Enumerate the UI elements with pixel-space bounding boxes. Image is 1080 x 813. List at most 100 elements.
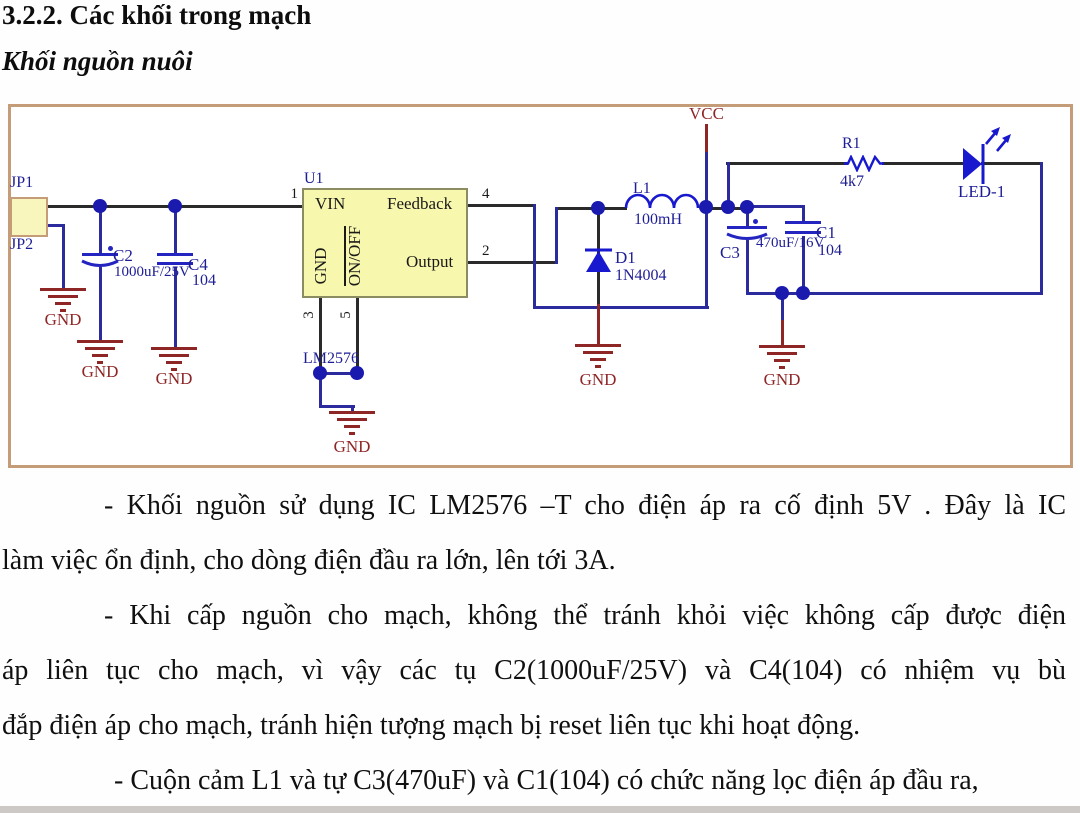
pin-number-3: 3 [301, 311, 318, 319]
r1-ref-label: R1 [842, 135, 861, 152]
page-edge-strip [0, 806, 1080, 813]
wire [319, 298, 322, 375]
ground-label: GND [333, 437, 371, 456]
r1-value-label: 4k7 [840, 173, 864, 190]
junction-dot [93, 199, 107, 213]
capacitor-icon [726, 232, 768, 240]
wire [705, 150, 708, 208]
junction-dot [168, 199, 182, 213]
connector-jp2-label: JP2 [10, 236, 34, 253]
wire [705, 207, 708, 308]
capacitor-icon [157, 262, 193, 265]
vcc-label: VCC [689, 104, 724, 123]
body-text-line: - Cuộn cảm L1 và tự C3(470uF) và C1(104)… [114, 765, 979, 796]
pin-feedback-label: Feedback [387, 194, 453, 213]
wire [746, 207, 749, 228]
d1-ref-label: D1 [615, 248, 636, 267]
capacitor-icon [785, 221, 821, 224]
onoff-overline: ON/OFF [344, 225, 365, 287]
ground-icon [758, 345, 806, 373]
pin-onoff-label: ON/OFF [344, 220, 364, 292]
c4-ref-label: C4 [188, 255, 208, 274]
wire [705, 124, 708, 152]
wire [356, 298, 359, 375]
body-text-line: làm việc ổn định, cho dòng điện đầu ra l… [2, 545, 616, 576]
connector-jp [10, 197, 48, 237]
ground-icon [328, 411, 376, 439]
led-ref-label: LED-1 [958, 182, 1006, 201]
wire [802, 236, 805, 295]
wire [727, 162, 730, 209]
wire [882, 162, 965, 165]
junction-dot [775, 286, 789, 300]
c4-value-label: 104 [192, 272, 216, 289]
c2-ref-label: C2 [113, 246, 133, 265]
wire [981, 162, 1042, 165]
body-text-line: - Khi cấp nguồn cho mạch, không thể trán… [104, 600, 1066, 631]
c1-ref-label: C1 [816, 223, 836, 242]
connector-jp1-label: JP1 [10, 174, 34, 191]
junction-dot [740, 200, 754, 214]
capacitor-icon [157, 253, 193, 256]
power-supply-schematic: JP1 JP2 C2 1000uF/25V C4 104 U1 LM2576 V… [8, 104, 1073, 468]
pin-output-label: Output [406, 252, 454, 271]
junction-dot [796, 286, 810, 300]
capacitor-icon [785, 231, 821, 234]
capacitor-icon [82, 253, 118, 256]
junction-dot [699, 200, 713, 214]
ground-label: GND [155, 369, 193, 388]
section-heading: 3.2.2. Các khối trong mạch [2, 0, 312, 30]
c3-ref-label: C3 [720, 243, 740, 262]
capacitor-icon [81, 259, 119, 267]
wire [746, 240, 749, 295]
subsection-heading: Khối nguồn nuôi [2, 46, 193, 76]
wire [48, 224, 65, 227]
c2-value-label: 1000uF/25V [114, 264, 190, 280]
polarity-plus-icon [108, 246, 113, 251]
pin-number-1: 1 [290, 186, 299, 202]
c1-value-label: 104 [818, 242, 842, 259]
wire [533, 204, 536, 309]
wire [62, 224, 65, 288]
pin-number-4: 4 [482, 186, 490, 202]
ground-label: GND [763, 370, 801, 389]
ground-icon [574, 344, 622, 372]
wire [174, 267, 177, 349]
u1-ref-label: U1 [304, 170, 324, 187]
wire [99, 206, 102, 254]
wire [781, 320, 784, 347]
body-text-line: áp liên tục cho mạch, vì vậy các tụ C2(1… [2, 655, 1066, 686]
ground-label: GND [44, 310, 82, 329]
wire [468, 261, 558, 264]
wire [726, 162, 848, 165]
l1-value-label: 100mH [634, 211, 682, 228]
u1-part-label: LM2576 [303, 350, 359, 367]
junction-dot [591, 201, 605, 215]
wire [781, 292, 784, 322]
inductor-icon [624, 193, 700, 209]
ground-label: GND [579, 370, 617, 389]
polarity-plus-icon [753, 219, 758, 224]
ground-icon [76, 340, 124, 368]
junction-dot [721, 200, 735, 214]
wire [468, 204, 535, 207]
l1-ref-label: L1 [633, 180, 651, 197]
capacitor-icon [727, 226, 767, 229]
junction-dot [350, 366, 364, 380]
d1-value-label: 1N4004 [615, 267, 667, 284]
led-emission-arrows-icon [985, 127, 1011, 152]
wire [99, 267, 102, 342]
wire [533, 306, 709, 309]
wire [174, 206, 177, 254]
wire [746, 292, 1043, 295]
wire [351, 405, 354, 412]
pin-vin-label: VIN [315, 194, 346, 213]
resistor-icon [844, 155, 884, 172]
ground-icon [39, 288, 87, 316]
led-icon [963, 144, 985, 184]
ground-label: GND [81, 362, 119, 381]
wire [555, 207, 558, 264]
diode-icon [585, 248, 612, 272]
body-text-line: - Khối nguồn sử dụng IC LM2576 –T cho đi… [104, 490, 1066, 521]
